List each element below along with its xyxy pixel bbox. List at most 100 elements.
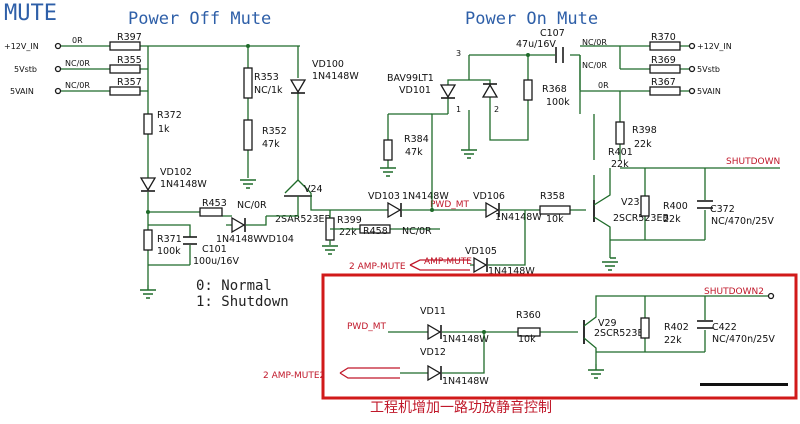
svg-text:R372: R372 — [157, 110, 182, 121]
svg-text:22k: 22k — [339, 227, 357, 238]
svg-text:47k: 47k — [405, 147, 423, 158]
svg-text:R398: R398 — [632, 125, 657, 136]
ground-left — [140, 285, 156, 299]
diode-vd101: BAV99LT1 VD101 3 1 2 — [387, 49, 499, 150]
left-input-rails: +12V_IN 5Vstb 5VAIN — [4, 42, 300, 170]
svg-text:22k: 22k — [664, 335, 682, 346]
net-5vain-left: 5VAIN — [10, 87, 34, 96]
svg-text:10k: 10k — [518, 334, 536, 345]
svg-text:NC/0R: NC/0R — [65, 81, 90, 90]
svg-text:100k: 100k — [157, 246, 181, 257]
ground-r352 — [240, 179, 256, 189]
resistor-r401: R401 22k — [608, 147, 633, 170]
resistor-r400: R400 22k — [640, 195, 688, 225]
net-12v-right: +12V_IN — [697, 42, 732, 51]
svg-text:R352: R352 — [262, 126, 287, 137]
svg-text:1k: 1k — [158, 124, 170, 135]
ground-r384 — [380, 167, 396, 177]
diode-vd104: 1N4148W VD104 NC/0R — [216, 200, 294, 245]
svg-text:100k: 100k — [546, 97, 570, 108]
svg-text:1: 1 — [456, 105, 461, 114]
resistor-r399: R399 22k — [325, 215, 362, 241]
svg-text:R397: R397 — [117, 32, 142, 43]
svg-text:R384: R384 — [404, 134, 429, 145]
svg-text:R453: R453 — [202, 198, 227, 209]
resistor-r371: R371 100k — [143, 229, 182, 257]
svg-text:R399: R399 — [337, 215, 362, 226]
resistor-r358: R358 10k — [539, 191, 571, 225]
svg-text:NC/0R: NC/0R — [237, 200, 267, 211]
resistor-r368: R368 100k — [523, 79, 570, 108]
svg-text:R402: R402 — [664, 322, 689, 333]
bottom-note: 工程机增加一路功放静音控制 — [370, 399, 552, 416]
svg-text:R371: R371 — [157, 234, 182, 245]
resistor-r398: R398 22k — [615, 121, 657, 150]
svg-text:1N4148W: 1N4148W — [442, 376, 489, 387]
resistor-r367: 0R R367 — [580, 77, 690, 96]
svg-text:3: 3 — [456, 49, 461, 58]
legend-normal: 0: Normal — [196, 278, 272, 294]
svg-text:1N4148W: 1N4148W — [312, 71, 359, 82]
resistor-r402: R402 22k — [640, 317, 689, 346]
resistor-r357: NC/0R R357 — [65, 77, 142, 96]
svg-text:R358: R358 — [540, 191, 565, 202]
capacitor-c422: C422 NC/470n/25V — [697, 320, 775, 345]
svg-text:2SAR523EB: 2SAR523EB — [275, 214, 331, 225]
svg-text:R353: R353 — [254, 72, 279, 83]
resistor-r458: R458 NC/0R — [359, 224, 432, 237]
resistor-r352: R352 47k — [243, 119, 287, 151]
svg-text:NC/0R: NC/0R — [65, 59, 90, 68]
stray-bar — [700, 383, 788, 386]
net-amp-mute: 2 AMP-MUTE — [349, 262, 406, 272]
power-on-mute-title: Power On Mute — [465, 9, 598, 29]
svg-text:NC/470n/25V: NC/470n/25V — [712, 334, 775, 345]
svg-text:NC/0R: NC/0R — [582, 61, 607, 70]
svg-text:R400: R400 — [663, 201, 688, 212]
svg-text:R367: R367 — [651, 77, 676, 88]
svg-text:1N4148W: 1N4148W — [442, 334, 489, 345]
svg-text:VD105: VD105 — [465, 246, 497, 257]
svg-text:R401: R401 — [608, 147, 633, 158]
svg-text:R369: R369 — [651, 55, 676, 66]
ground-r399 — [322, 245, 338, 255]
net-amp-mute-flag: AMP-MUTE — [424, 257, 472, 267]
transistor-v24: V24 2SAR523EB — [275, 179, 331, 225]
added-circuit-frame — [321, 273, 798, 400]
svg-text:10k: 10k — [546, 214, 564, 225]
resistor-r397: 0R R397 — [72, 32, 142, 51]
net-5vain-right: 5VAIN — [697, 87, 721, 96]
svg-text:2: 2 — [494, 105, 499, 114]
svg-text:1N4148W: 1N4148W — [495, 212, 542, 223]
resistor-r384: R384 47k — [383, 134, 429, 161]
net-5vstb-left: 5Vstb — [14, 65, 37, 74]
svg-text:NC/0R: NC/0R — [582, 38, 607, 47]
svg-text:VD104: VD104 — [262, 234, 294, 245]
resistor-r370: NC/0R R370 — [582, 32, 681, 51]
svg-text:C101: C101 — [202, 244, 227, 255]
svg-text:R368: R368 — [542, 84, 567, 95]
resistor-r372: R372 1k — [143, 110, 182, 135]
svg-text:C107: C107 — [540, 28, 565, 39]
svg-text:VD100: VD100 — [312, 59, 344, 70]
diode-vd100: VD100 1N4148W — [289, 46, 359, 180]
svg-text:1N4148W: 1N4148W — [402, 191, 449, 202]
net-5vstb-right: 5Vstb — [697, 65, 720, 74]
net-pwd-mt: PWD_MT — [430, 200, 470, 210]
svg-text:V24: V24 — [304, 184, 323, 195]
ground-v29 — [588, 364, 604, 379]
svg-text:R357: R357 — [117, 77, 142, 88]
resistor-r360: R360 10k — [516, 310, 541, 345]
power-off-mute-title: Power Off Mute — [128, 9, 271, 29]
capacitor-c107: C107 47u/16V — [469, 28, 580, 63]
diode-vd105: VD105 1N4148W — [465, 210, 535, 277]
svg-text:VD11: VD11 — [420, 306, 446, 317]
svg-text:C372: C372 — [710, 204, 735, 215]
diode-vd106: VD106 1N4148W — [473, 191, 586, 223]
svg-text:0R: 0R — [72, 36, 83, 45]
transistor-v29: V29 2SCR523EB — [583, 295, 768, 364]
resistor-r353: R353 NC/1k — [243, 67, 283, 99]
svg-text:R355: R355 — [117, 55, 142, 66]
legend-shutdown: 1: Shutdown — [196, 294, 289, 310]
svg-text:100u/16V: 100u/16V — [193, 256, 239, 267]
